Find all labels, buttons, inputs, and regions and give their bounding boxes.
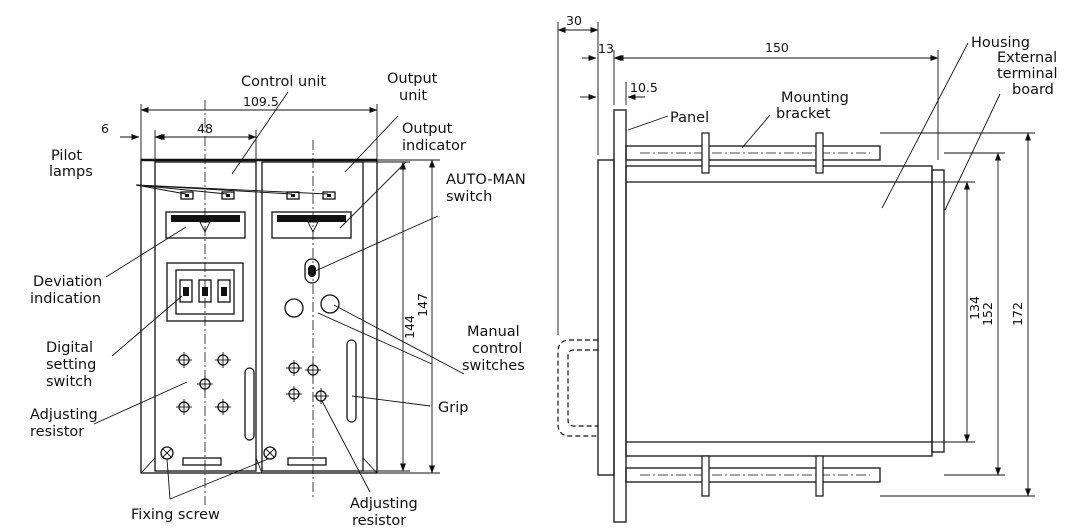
front-view: Control unit Output unit Output indicato… [30, 71, 526, 529]
manual-switch-right [320, 294, 340, 314]
dim-13: 13 [598, 41, 614, 56]
mounting-bracket-top [625, 132, 881, 174]
adjusting-resistors-right [286, 360, 329, 404]
pilot-lamp-4 [322, 191, 336, 200]
dim-6: 6 [101, 121, 109, 136]
label-mounting-line2: bracket [776, 106, 831, 122]
label-auto-man-line1: AUTO-MAN [446, 172, 526, 188]
panel [613, 109, 627, 523]
front-casing [140, 159, 378, 474]
label-digital-line1: Digital [46, 340, 93, 356]
label-pilot-lamps-line1: Pilot [51, 148, 82, 164]
label-manual-line2: control [472, 341, 522, 357]
label-output-indicator-line2: indicator [402, 138, 466, 154]
fixing-screw-left [160, 446, 174, 460]
manual-switch-left [284, 298, 304, 318]
housing [625, 165, 933, 457]
label-output-unit-line2: unit [399, 88, 427, 104]
dim-10-5: 10.5 [630, 80, 658, 95]
label-deviation-line1: Deviation [33, 274, 102, 290]
output-unit-face [261, 161, 364, 472]
dim-48: 48 [197, 121, 213, 136]
label-output-unit-line1: Output [387, 71, 438, 87]
label-auto-man-line2: switch [446, 189, 492, 205]
label-deviation-line2: indication [30, 291, 101, 307]
label-housing: Housing [971, 35, 1030, 51]
label-control-unit: Control unit [241, 74, 326, 90]
dim-144: 144 [402, 315, 417, 339]
front-bezel [597, 159, 615, 476]
pilot-lamp-2 [221, 191, 235, 200]
auto-man-switch [304, 258, 320, 284]
label-digital-line2: setting [46, 357, 96, 373]
grip-right [346, 339, 357, 423]
label-manual-line3: switches [462, 358, 525, 374]
label-mounting-line1: Mounting [781, 90, 849, 106]
output-indicator [271, 211, 352, 239]
dim-30: 30 [566, 13, 582, 28]
fixing-screw-right [263, 446, 277, 460]
external-terminal-board [931, 169, 945, 453]
label-pilot-lamps-line2: lamps [49, 164, 93, 180]
label-output-indicator-line1: Output [402, 121, 453, 137]
label-external-line2: terminal [997, 66, 1058, 82]
mounting-bracket-bottom [625, 455, 881, 497]
dim-152: 152 [980, 302, 995, 326]
label-adjusting-bottom-line2: resistor [352, 513, 406, 529]
dim-172: 172 [1010, 302, 1025, 326]
label-external-line3: board [1012, 82, 1054, 98]
label-adjusting-left-line2: resistor [30, 424, 84, 440]
label-external-line1: External [997, 50, 1057, 66]
dim-150: 150 [765, 40, 789, 55]
label-manual-line1: Manual [467, 324, 520, 340]
adjusting-resistors-left [176, 352, 231, 415]
grip-side [557, 339, 598, 437]
label-panel: Panel [670, 110, 709, 126]
grip-left [244, 367, 255, 441]
dim-109-5: 109.5 [243, 94, 279, 109]
pilot-lamp-1 [180, 191, 194, 200]
control-unit-face [154, 161, 257, 472]
label-adjusting-left-line1: Adjusting [30, 407, 98, 423]
digital-setting-switch [166, 262, 244, 322]
side-view: Housing External terminal board Mounting… [557, 13, 1058, 523]
label-fixing-screw: Fixing screw [131, 507, 220, 523]
dim-134: 134 [967, 296, 982, 320]
dim-147: 147 [415, 293, 430, 317]
label-digital-line3: switch [46, 374, 92, 390]
deviation-indicator [165, 211, 246, 239]
label-grip: Grip [438, 400, 468, 416]
label-adjusting-bottom-line1: Adjusting [350, 496, 418, 512]
